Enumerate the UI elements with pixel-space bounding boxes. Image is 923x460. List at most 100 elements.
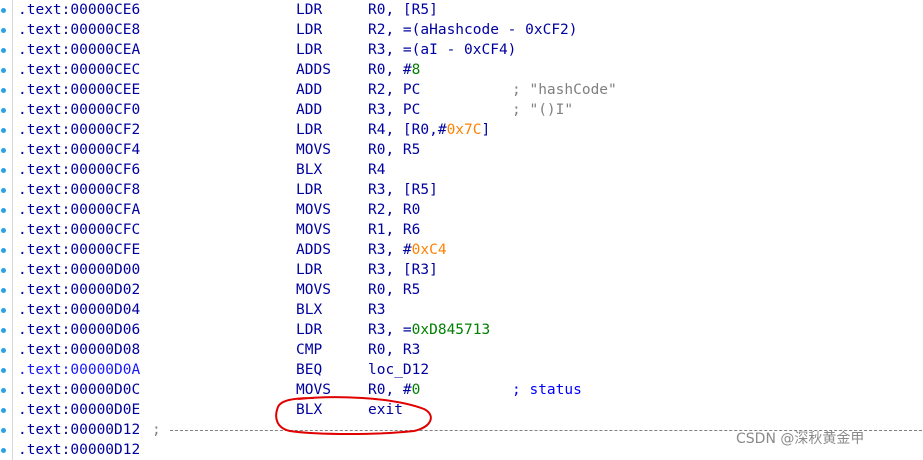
mnemonic: MOVS	[296, 282, 331, 298]
address: .text:00000D02	[18, 282, 141, 298]
address: .text:00000D12	[18, 442, 141, 458]
operands: R0, [R5]	[368, 0, 438, 20]
address: .text:00000D06	[18, 322, 141, 338]
address: .text:00000CEE	[18, 82, 141, 98]
breakpoint-dot[interactable]	[1, 168, 6, 173]
mnemonic: LDR	[296, 322, 323, 338]
breakpoint-dot[interactable]	[1, 208, 6, 213]
operand-number: 0xD845713	[411, 322, 491, 338]
mnemonic: MOVS	[296, 382, 331, 398]
breakpoint-dot[interactable]	[1, 188, 6, 193]
operands: R4	[368, 160, 385, 180]
csdn-watermark: CSDN @深秋黄金甲	[736, 431, 865, 447]
operands: R0, R5	[368, 140, 420, 160]
operand-text: R0, R5	[368, 282, 421, 298]
operand-text: R0, R5	[368, 142, 421, 158]
breakpoint-dot[interactable]	[1, 348, 6, 353]
operand-text: R3	[368, 302, 386, 318]
breakpoint-dot[interactable]	[1, 448, 6, 453]
mnemonic: BEQ	[296, 362, 323, 378]
operands: R1, R6	[368, 220, 420, 240]
operand-text: R0, #	[368, 382, 412, 398]
breakpoint-dot[interactable]	[1, 408, 6, 413]
mnemonic: LDR	[296, 262, 323, 278]
operands: R3, #0xC4	[368, 240, 447, 260]
mnemonic: BLX	[296, 402, 323, 418]
mnemonic: MOVS	[296, 142, 331, 158]
mnemonic: LDR	[296, 182, 323, 198]
operands: R3	[368, 300, 385, 320]
address: .text:00000D0C	[18, 382, 141, 398]
operand-text: ]	[481, 122, 491, 138]
breakpoint-dot[interactable]	[1, 288, 6, 293]
operands: loc_D12	[368, 360, 429, 380]
mnemonic: LDR	[296, 42, 323, 58]
operands: R3, PC	[368, 100, 420, 120]
address: .text:00000CE8	[18, 22, 141, 38]
mnemonic: MOVS	[296, 222, 331, 238]
breakpoint-dot[interactable]	[1, 428, 6, 433]
address: .text:00000D04	[18, 302, 141, 318]
breakpoint-dot[interactable]	[1, 28, 6, 33]
address: .text:00000CF8	[18, 182, 141, 198]
operand-number: 8	[411, 62, 421, 78]
operand-text: R2, R0	[368, 202, 421, 218]
mnemonic: LDR	[296, 2, 323, 18]
address: .text:00000CFA	[18, 202, 141, 218]
breakpoint-dot[interactable]	[1, 328, 6, 333]
operand-text: loc_D12	[368, 362, 430, 378]
operands: R2, =(aHashcode - 0xCF2)	[368, 20, 578, 40]
address: .text:00000D0E	[18, 402, 141, 418]
comment: ; "hashCode"	[512, 82, 617, 98]
breakpoint-dot[interactable]	[1, 228, 6, 233]
breakpoint-dot[interactable]	[1, 388, 6, 393]
operand-text: R3, =	[368, 322, 412, 338]
operand-text: R0, [R5]	[368, 2, 438, 18]
breakpoint-dot[interactable]	[1, 268, 6, 273]
breakpoint-dot[interactable]	[1, 128, 6, 133]
breakpoint-dot[interactable]	[1, 48, 6, 53]
operands: exit	[368, 400, 403, 420]
address: .text:00000CF2	[18, 122, 141, 138]
operands: R4, [R0,#0x7C]	[368, 120, 490, 140]
operand-text: R3, PC	[368, 102, 421, 118]
operands: R3, [R3]	[368, 260, 438, 280]
comment: ; status	[512, 382, 582, 398]
operands: R3, =0xD845713	[368, 320, 490, 340]
mnemonic: ADDS	[296, 242, 331, 258]
operand-text: R0, #	[368, 62, 412, 78]
breakpoint-dot[interactable]	[1, 108, 6, 113]
operands: R0, R5	[368, 280, 420, 300]
breakpoint-dot[interactable]	[1, 148, 6, 153]
operands: R3, =(aI - 0xCF4)	[368, 40, 516, 60]
operand-offset: 0x7C	[446, 122, 482, 138]
separator-line	[170, 430, 922, 431]
gutter-line	[12, 0, 13, 460]
operands: R2, R0	[368, 200, 420, 220]
address: .text:00000CEA	[18, 42, 141, 58]
operands: R0, R3	[368, 340, 420, 360]
breakpoint-dot[interactable]	[1, 68, 6, 73]
comment: ; "()I"	[512, 102, 574, 118]
breakpoint-dot[interactable]	[1, 248, 6, 253]
operand-text: R3, #	[368, 242, 412, 258]
operands: R2, PC	[368, 80, 420, 100]
mnemonic: LDR	[296, 22, 323, 38]
breakpoint-dot[interactable]	[1, 88, 6, 93]
address: .text:00000D12	[18, 422, 141, 438]
operand-text: R4	[368, 162, 386, 178]
breakpoint-dot[interactable]	[1, 8, 6, 13]
mnemonic: BLX	[296, 302, 323, 318]
operand-text: R4, [R0,#	[368, 122, 447, 138]
operands: R0, #0	[368, 380, 420, 400]
operand-text: R3, [R3]	[368, 262, 438, 278]
breakpoint-dot[interactable]	[1, 308, 6, 313]
mnemonic: ADD	[296, 102, 323, 118]
breakpoint-dot[interactable]	[1, 368, 6, 373]
address: .text:00000CF4	[18, 142, 141, 158]
mnemonic: CMP	[296, 342, 323, 358]
operand-text: R1, R6	[368, 222, 421, 238]
address: .text:00000CEC	[18, 62, 141, 78]
operands: R3, [R5]	[368, 180, 438, 200]
separator-comment: ;	[152, 422, 161, 438]
